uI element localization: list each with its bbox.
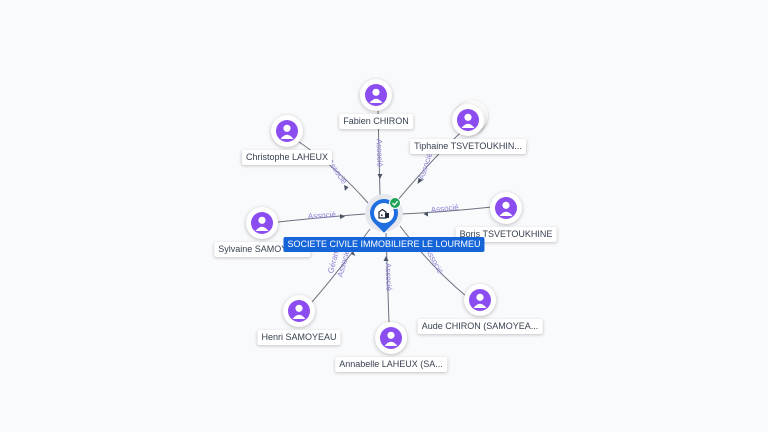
edge-christophe: Associé xyxy=(292,137,369,204)
person-icon xyxy=(276,120,298,142)
relation-label-tiphaine: Associé xyxy=(417,151,434,181)
edge-sylvaine: Associé xyxy=(277,210,366,223)
person-icon xyxy=(457,109,479,131)
person-icon xyxy=(288,300,310,322)
person-icon xyxy=(251,212,273,234)
relation-label-annabelle: Associé xyxy=(384,263,394,292)
person-icon xyxy=(469,289,491,311)
person-name-label[interactable]: Henri SAMOYEAU xyxy=(257,330,341,345)
person-icon xyxy=(495,197,517,219)
edge-boris: Associé xyxy=(401,203,493,217)
person-name-label[interactable]: Fabien CHIRON xyxy=(339,114,413,129)
person-name-label[interactable]: Tiphaine TSVETOUKHIN... xyxy=(410,139,526,154)
check-icon xyxy=(389,197,401,209)
relation-label-boris: Associé xyxy=(430,203,459,215)
company-name-label[interactable]: SOCIETE CIVILE IMMOBILIERE LE LOURMEU xyxy=(283,237,485,252)
person-name-label[interactable]: Christophe LAHEUX xyxy=(241,150,333,165)
person-icon xyxy=(380,327,402,349)
person-icon xyxy=(365,84,387,106)
person-name-label[interactable]: Aude CHIRON (SAMOYEA... xyxy=(417,319,543,334)
building-icon xyxy=(378,208,389,219)
relation-label-sylvaine: Associé xyxy=(308,210,337,221)
person-name-label[interactable]: Annabelle LAHEUX (SA... xyxy=(335,357,447,372)
relation-label-fabien: Associé xyxy=(375,139,385,168)
